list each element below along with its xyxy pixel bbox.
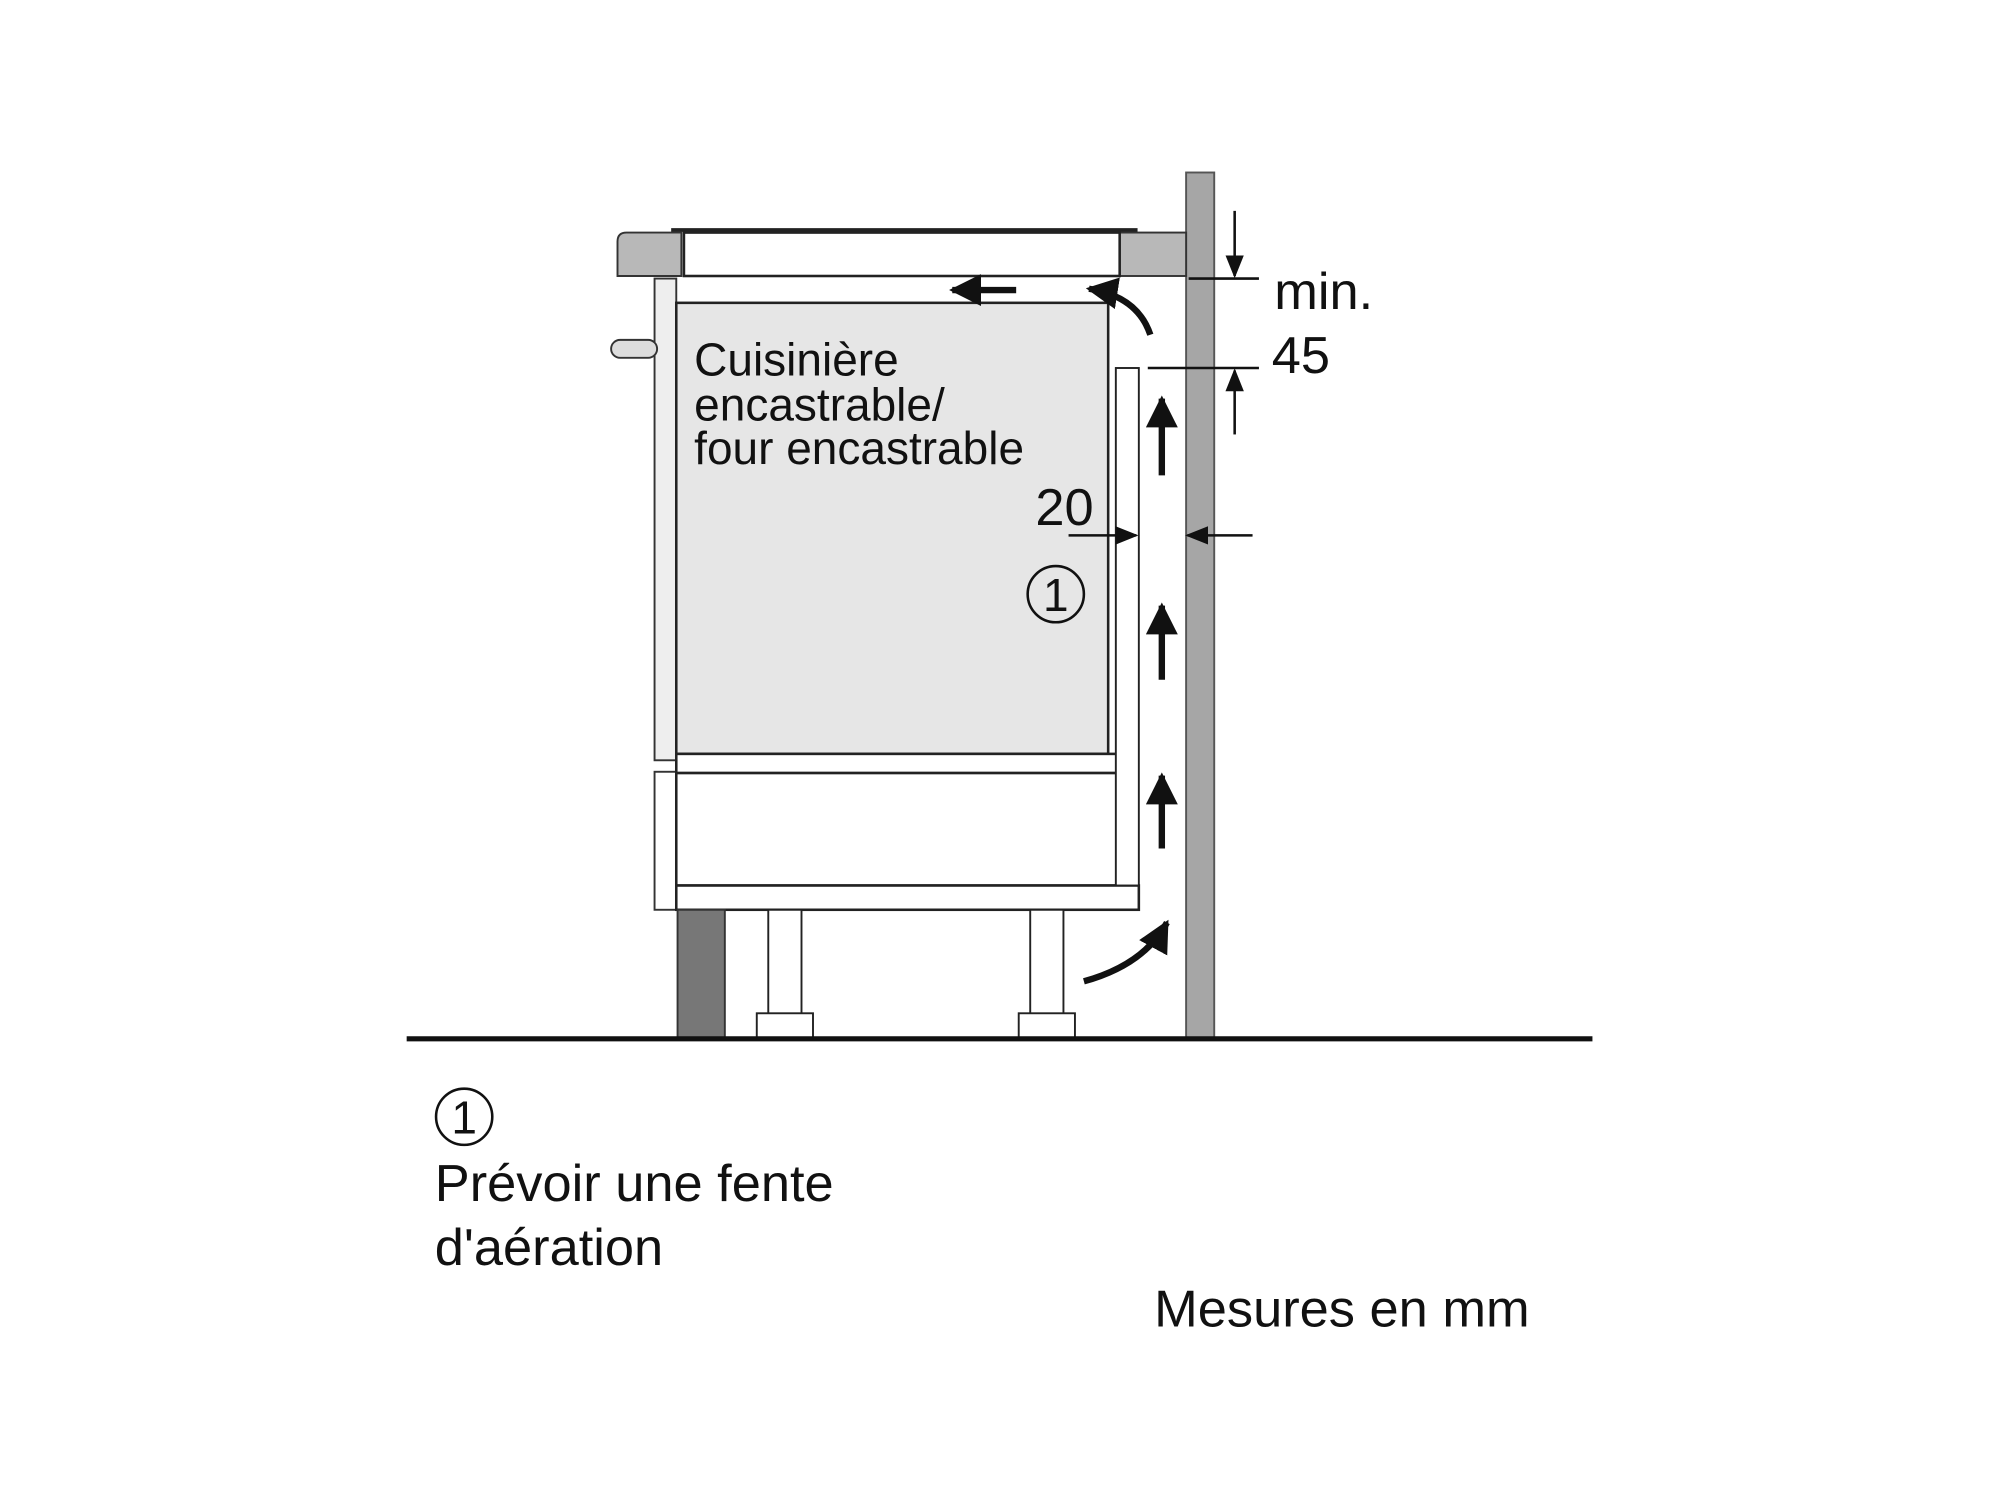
leg-foot: [1017, 1012, 1076, 1039]
airflow-curved-arrow-icon: [1085, 277, 1154, 336]
leg: [767, 908, 803, 1016]
appliance-label-line-1: Cuisinière: [694, 334, 899, 386]
oven-body: [675, 301, 1110, 756]
cabinet-base: [674, 884, 1141, 912]
hob: [682, 231, 1121, 278]
legend-marker-circle: [434, 1087, 494, 1147]
airflow-curved-arrow-icon: [1083, 919, 1170, 985]
appliance-label-line-3: four encastrable: [694, 422, 1024, 474]
cabinet-side-lower: [653, 770, 678, 911]
dimension-45-label: 45: [1272, 327, 1330, 385]
oven-knob: [610, 338, 659, 359]
wall: [1185, 171, 1216, 1039]
legend-marker: 1: [451, 1091, 477, 1143]
dimension-45: [1147, 210, 1259, 435]
countertop-right: [1118, 231, 1188, 277]
leg-foot: [755, 1012, 814, 1039]
legend-text-line-1: Prévoir une fente: [435, 1155, 834, 1213]
dimension-min-label: min.: [1274, 263, 1373, 321]
callout-marker: 1: [1026, 564, 1086, 624]
legend: 1 Prévoir une fente d'aération: [434, 1087, 834, 1277]
dimension-20-label: 20: [1035, 479, 1093, 537]
oven-strip: [674, 752, 1119, 775]
countertop-left: [616, 231, 683, 277]
plinth: [676, 908, 726, 1039]
cabinet-side-right: [1114, 367, 1140, 887]
leg: [1029, 908, 1065, 1016]
drawer: [674, 771, 1119, 887]
airflow-arrows: [949, 274, 1178, 985]
svg-text:1: 1: [1043, 569, 1069, 621]
appliance-label-line-2: encastrable/: [694, 378, 945, 430]
legend-text-line-2: d'aération: [435, 1219, 663, 1277]
units-note: Mesures en mm: [1154, 1280, 1529, 1338]
